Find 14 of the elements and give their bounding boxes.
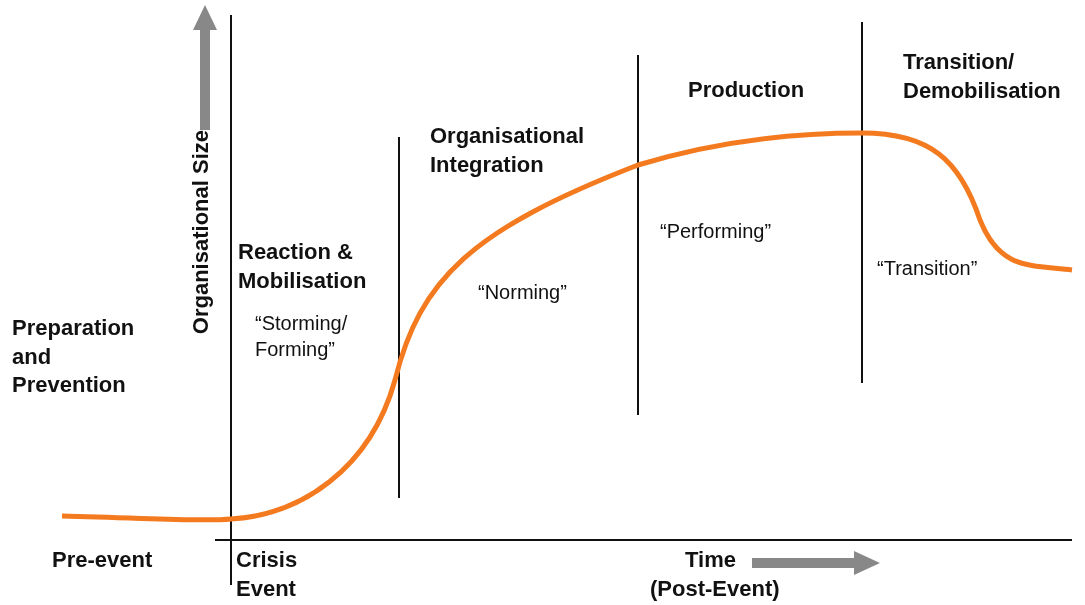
axis-label: Crisis Event (236, 546, 299, 603)
axis-title: Time (685, 546, 737, 574)
phase-heading: Organisational Integration (430, 122, 586, 179)
phase-heading: Production (688, 76, 806, 104)
axis-title: Organisational Size (187, 130, 214, 335)
stage-label: “Storming/ Forming” (255, 311, 349, 362)
phase-heading: Reaction & Mobilisation (238, 238, 368, 295)
phase-heading: Transition/ Demobilisation (903, 48, 1062, 105)
stage-label: “Transition” (877, 256, 979, 281)
stage-label: “Norming” (478, 280, 568, 305)
axis-label: (Post-Event) (650, 575, 781, 603)
axis-label: Pre-event (52, 546, 154, 574)
phase-heading: Preparation and Prevention (12, 314, 136, 400)
stage-label: “Performing” (660, 219, 773, 244)
